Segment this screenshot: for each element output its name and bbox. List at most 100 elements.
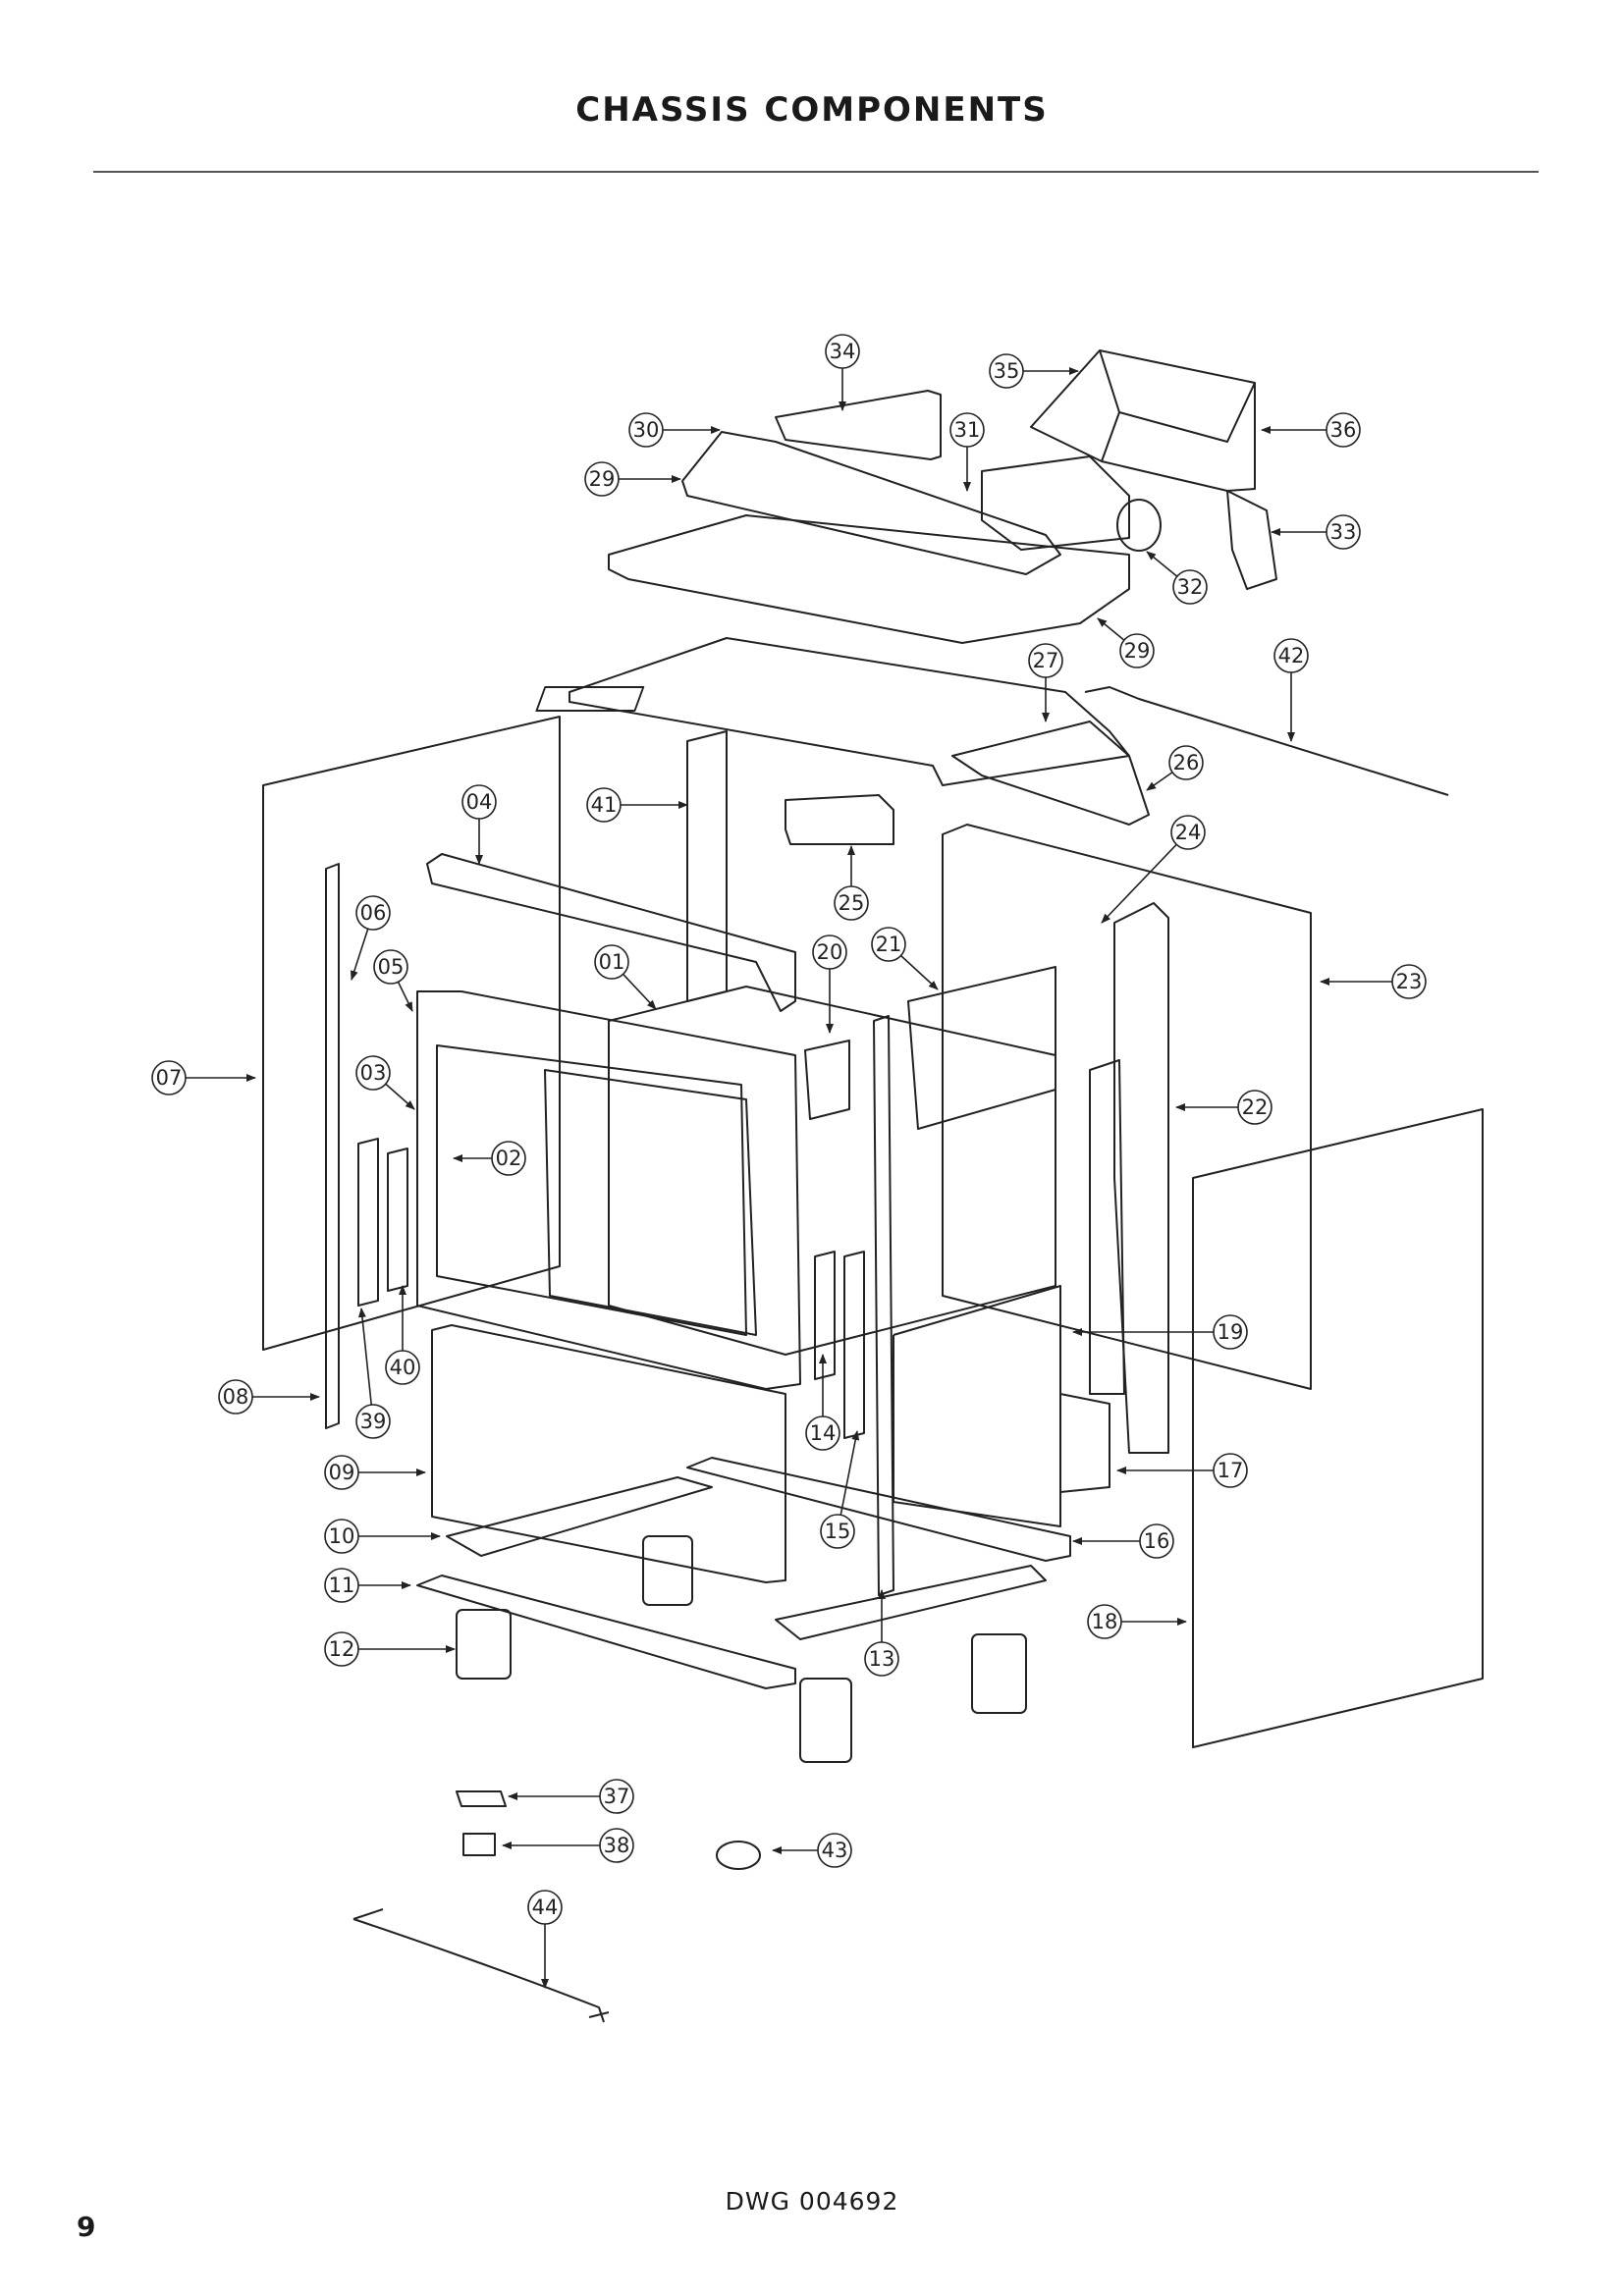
callout-number: 22 [1242,1095,1269,1119]
callout-circle [599,1828,634,1863]
leveling-feet [456,1535,1027,1763]
callout-22: 22 [1175,1090,1272,1125]
part-11-rail [416,1575,796,1689]
callout-number: 01 [599,950,625,974]
callout-circle [594,944,629,980]
callout-20: 20 [812,934,847,1034]
callout-circle [385,1350,420,1385]
callout-circle [373,949,408,985]
callout-circle [1139,1523,1174,1559]
callout-circle [1273,638,1309,673]
part-09-lower-panel [431,1324,786,1583]
callout-07: 07 [151,1060,256,1095]
callout-15: 15 [820,1430,860,1549]
callout-number: 29 [589,467,616,491]
part-25-box [785,794,894,845]
callout-30: 30 [628,412,721,448]
callout-number: 34 [830,340,856,363]
part-15-hinge [843,1251,865,1439]
callout-number: 42 [1278,644,1305,667]
callout-number: 19 [1218,1320,1244,1344]
part-37-clip [456,1790,507,1807]
part-21-panel [907,966,1056,1130]
callout-circle [1326,412,1361,448]
callout-number: 32 [1177,575,1204,599]
callout-24: 24 [1101,815,1206,924]
part-20-bracket [804,1040,850,1120]
callout-circle [871,927,906,962]
callout-circle [825,334,860,369]
callout-circle [491,1141,526,1176]
callout-19: 19 [1072,1314,1248,1350]
callout-12: 12 [324,1631,456,1667]
part-16-rail [686,1457,1071,1562]
callout-circle [1391,964,1427,999]
callout-number: 25 [839,891,865,915]
callout-circle [1213,1314,1248,1350]
callout-leader [1146,551,1178,577]
part-41-rail [686,730,728,1002]
callout-31: 31 [949,412,985,492]
part-18-side-panel [1192,1108,1484,1748]
callout-29a: 29 [584,461,681,497]
callout-number: 04 [466,790,493,814]
callout-number: 18 [1092,1610,1118,1633]
callout-circle [584,461,620,497]
callout-01: 01 [594,944,657,1010]
callout-04: 04 [461,784,497,865]
callout-number: 27 [1033,649,1059,672]
callout-leader [397,981,413,1012]
part-32-fan [1116,499,1162,552]
callout-42: 42 [1273,638,1309,742]
part-08-rail [325,863,340,1429]
callout-number: 11 [329,1574,355,1597]
part-07-side-panel [262,716,561,1351]
callout-circle [1087,1604,1122,1639]
callout-13: 13 [864,1589,899,1677]
callout-circle [1172,569,1208,605]
callout-leader [350,928,369,981]
title-divider [93,171,1539,173]
callout-circle [586,787,622,823]
callout-circle [599,1779,634,1814]
callout-circle [1028,643,1063,678]
callout-number: 03 [360,1061,387,1085]
callout-06: 06 [350,895,391,981]
callout-18: 18 [1087,1604,1187,1639]
callout-circle [628,412,664,448]
callout-number: 24 [1175,821,1202,844]
part-13-post [873,1015,894,1596]
callout-number: 44 [532,1896,559,1919]
callout-25: 25 [834,845,869,921]
callout-number: 33 [1330,520,1357,544]
callout-number: 38 [604,1834,630,1857]
callout-circle [218,1379,253,1415]
part-03-door-frame [416,990,801,1390]
part-44-harness [352,1908,610,2023]
callout-number: 08 [223,1385,249,1409]
callout-number: 13 [869,1647,895,1671]
callout-circle [1237,1090,1272,1125]
callout-number: 37 [604,1785,630,1808]
callout-circle [324,1455,359,1490]
callout-circle [151,1060,187,1095]
callout-leader [1101,843,1177,924]
callout-circle [1213,1453,1248,1488]
callout-17: 17 [1116,1453,1248,1488]
part-29-rail [681,431,1061,575]
callout-40: 40 [385,1285,420,1385]
callout-number: 41 [591,793,618,817]
callout-14: 14 [805,1354,840,1451]
callout-32: 32 [1146,551,1208,605]
part-14-hinge [814,1251,836,1380]
callout-11: 11 [324,1568,411,1603]
callout-number: 20 [817,940,843,964]
part-04-top-frame [426,853,796,1012]
part-33-deflector [1226,490,1277,590]
part-17-lower-panel [893,1285,1110,1493]
callout-circle [864,1641,899,1677]
callout-number: 14 [810,1421,837,1445]
callout-23: 23 [1320,964,1427,999]
callout-10: 10 [324,1519,441,1554]
